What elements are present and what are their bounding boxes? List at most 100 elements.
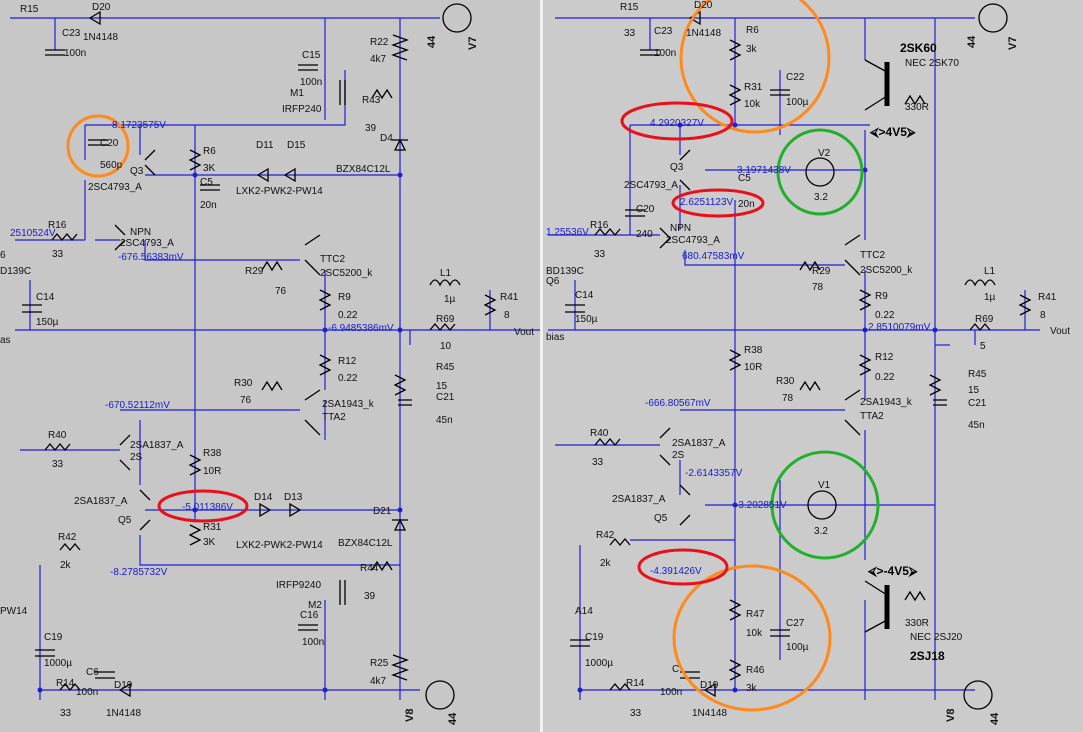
right-label-d19: D19: [700, 680, 719, 691]
right-label-v7v: 44: [966, 35, 978, 48]
right-label-r38: R38: [744, 345, 763, 356]
left-net-voltage-n5: -670.52112mV: [105, 400, 170, 411]
left-net-highlight-ellipse: [157, 489, 249, 523]
left-label-tta: 2SA1943_k: [322, 399, 375, 410]
left-label-c5v: 20n: [200, 200, 217, 211]
right-label-c20v: 240: [636, 229, 653, 240]
right-label-c23v: 100n: [654, 48, 676, 59]
left-v8-source-icon: [425, 680, 455, 710]
left-label-c20v: 560p: [100, 160, 123, 171]
right-label-c19: C19: [585, 632, 604, 643]
left-label-q5m: 2SA1837_A: [74, 496, 128, 507]
right-net-voltage-n6: 2.8510079mV: [868, 322, 931, 333]
right-label-l1v: 1µ: [984, 292, 996, 303]
right-label-r40: R40: [590, 428, 609, 439]
left-label-irfp: IRFP9240: [276, 580, 321, 591]
left-label-c19v: 1000µ: [44, 658, 72, 669]
right-net-voltage-n5: 680.47583mV: [682, 251, 745, 262]
left-label-npnv: 2SC4793_A: [120, 238, 174, 249]
right-net-voltage-n3: 2.6251123V: [680, 197, 734, 208]
left-label-r31: R31: [203, 522, 222, 533]
right-label-npnv: 2SC4793_A: [666, 235, 720, 246]
left-label-r69: R69: [436, 314, 455, 325]
right-label-r16: R16: [590, 220, 609, 231]
right-label-r31: R31: [744, 82, 763, 93]
right-label-ttc2: TTC2: [860, 250, 885, 261]
left-c20-highlight-circle: [66, 114, 130, 178]
left-label-c6: C6: [86, 667, 99, 678]
right-schematic: R1533D201N4148C23100nR63kR3110kC22100µ2S…: [546, 0, 1070, 725]
left-label-r41v: 8: [504, 310, 510, 321]
left-label-r38v: 10R: [203, 466, 221, 477]
right-label-r47: R47: [746, 609, 765, 620]
left-label-pw14: PW14: [0, 606, 28, 617]
right-label-tta: 2SA1943_k: [860, 397, 913, 408]
right-label-r6v: 3k: [746, 44, 758, 55]
right-label-c14v: 150µ: [575, 314, 598, 325]
left-label-ttc2: TTC2: [320, 254, 345, 265]
right-label-c6: C: [672, 664, 679, 675]
left-label-c15: C15: [302, 50, 321, 61]
left-label-v7v: 44: [426, 35, 438, 48]
right-label-c20n: 20n: [738, 199, 755, 210]
left-panel: [0, 0, 540, 732]
left-junctions: [37, 172, 403, 693]
right-net-voltage-n7: -666.80567mV: [645, 398, 711, 409]
left-label-d19v: 1N4148: [106, 708, 141, 719]
left-label-r22: R22: [370, 37, 389, 48]
left-label-r6v: 3K: [203, 163, 216, 174]
left-label-bias: as: [0, 335, 11, 346]
left-label-c14: C14: [36, 292, 55, 303]
left-label-q2s: 2S: [130, 452, 143, 463]
right-label-neg45: ⮘>-4V5⮚: [867, 564, 918, 578]
left-label-r9: R9: [338, 292, 351, 303]
right-v2-source-icon: [805, 157, 835, 187]
left-label-ttc2v: 2SC5200_k: [320, 268, 373, 279]
left-label-l1: L1: [440, 268, 452, 279]
left-label-c23v: 100n: [64, 48, 86, 59]
left-label-d21: D21: [373, 506, 392, 517]
right-label-r46: R46: [746, 665, 765, 676]
right-label-r42: R42: [596, 530, 615, 541]
right-top-bias-highlight-circle: [679, 0, 831, 134]
left-label-m1v: IRFP240: [282, 104, 322, 115]
panel-divider: [540, 0, 543, 732]
left-net-voltage-n4: -6.9485386mV: [328, 323, 394, 334]
right-label-r29v: 78: [812, 282, 824, 293]
right-label-ttc2v: 2SC5200_k: [860, 265, 913, 276]
left-label-r31v: 3K: [203, 537, 216, 548]
left-label-r29v: 76: [275, 286, 287, 297]
right-label-tta2: TTA2: [860, 411, 884, 422]
left-label-r12v: 0.22: [338, 373, 358, 384]
right-label-r69: R69: [975, 314, 994, 325]
right-label-sk60: 2SK60: [900, 41, 937, 55]
left-label-l1v: 1µ: [444, 294, 456, 305]
right-label-bias: bias: [546, 332, 564, 343]
right-label-r41v: 8: [1040, 310, 1046, 321]
right-label-r40v: 33: [592, 457, 604, 468]
right-label-v8: V8: [945, 709, 957, 722]
right-label-d20: D20: [694, 0, 713, 11]
right-label-v8v: 44: [989, 712, 1001, 725]
right-label-sj18: 2SJ18: [910, 649, 945, 663]
right-label-c23: C23: [654, 26, 673, 37]
left-label-r30: R30: [234, 378, 253, 389]
right-label-v7: V7: [1007, 37, 1019, 50]
left-label-npn: NPN: [130, 227, 151, 238]
right-wires: [548, 17, 1040, 700]
right-label-r42v: 2k: [600, 558, 612, 569]
left-label-r44v: 39: [364, 591, 376, 602]
left-label-v7: V7: [467, 37, 479, 50]
left-label-r40: R40: [48, 430, 67, 441]
left-label-d11: D11: [256, 140, 274, 151]
left-symbols: [22, 10, 497, 698]
left-label-r16: R16: [48, 220, 67, 231]
right-net-voltage-n10: -4.391426V: [650, 566, 702, 577]
right-label-nec2: NEC 2SJ20: [910, 632, 963, 643]
left-label-m1: M1: [290, 88, 304, 99]
right-label-r45v: 15: [968, 385, 980, 396]
right-label-c19v: 1000µ: [585, 658, 613, 669]
left-label-d14: D14: [254, 492, 273, 503]
left-label-r14: R14: [56, 678, 75, 689]
right-net-voltage-n9: -3.202851V: [735, 500, 787, 511]
